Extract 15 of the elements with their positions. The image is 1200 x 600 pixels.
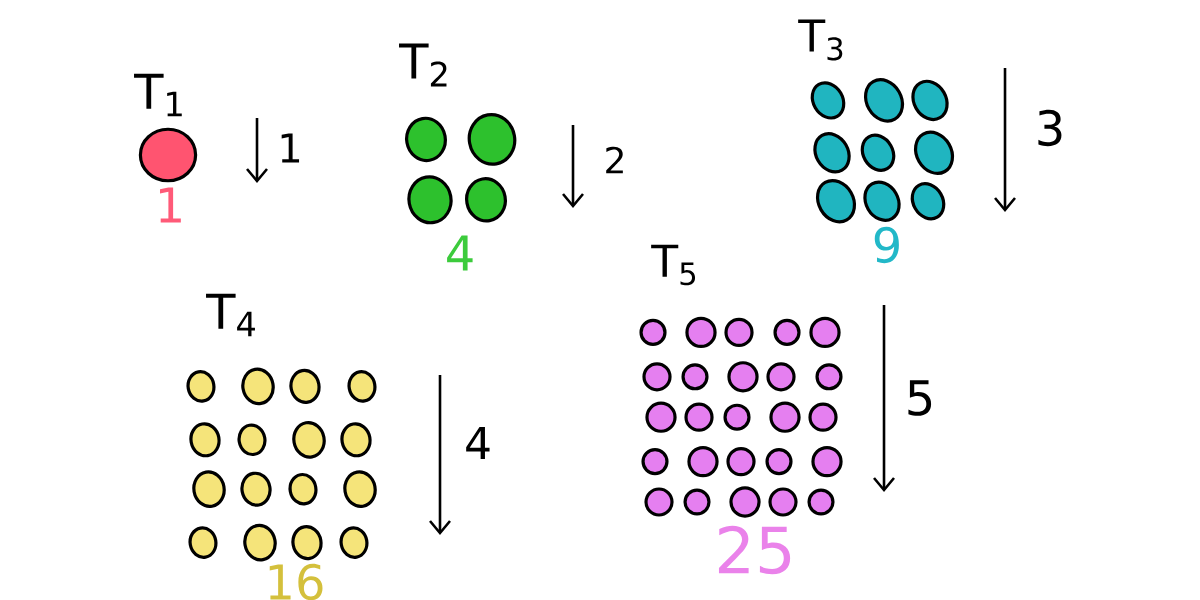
heading: T$_{3}$ [798,19,843,61]
heading: T$_{5}$ [651,244,696,286]
count-label: 25 [718,525,791,575]
dimension-label: 3 [1038,109,1062,147]
count-label: 9 [874,226,899,264]
dimension-label: 2 [606,146,623,174]
dimension-label: 4 [466,426,490,460]
count-label: 4 [447,235,473,271]
count-label: 16 [269,563,323,600]
dimension-label: 1 [281,133,300,163]
dimension-label: 5 [908,380,932,416]
heading: T$_{4}$ [206,293,255,337]
count-label: 1 [160,187,181,223]
heading: T$_{2}$ [399,43,447,87]
heading: T$_{1}$ [134,73,182,117]
